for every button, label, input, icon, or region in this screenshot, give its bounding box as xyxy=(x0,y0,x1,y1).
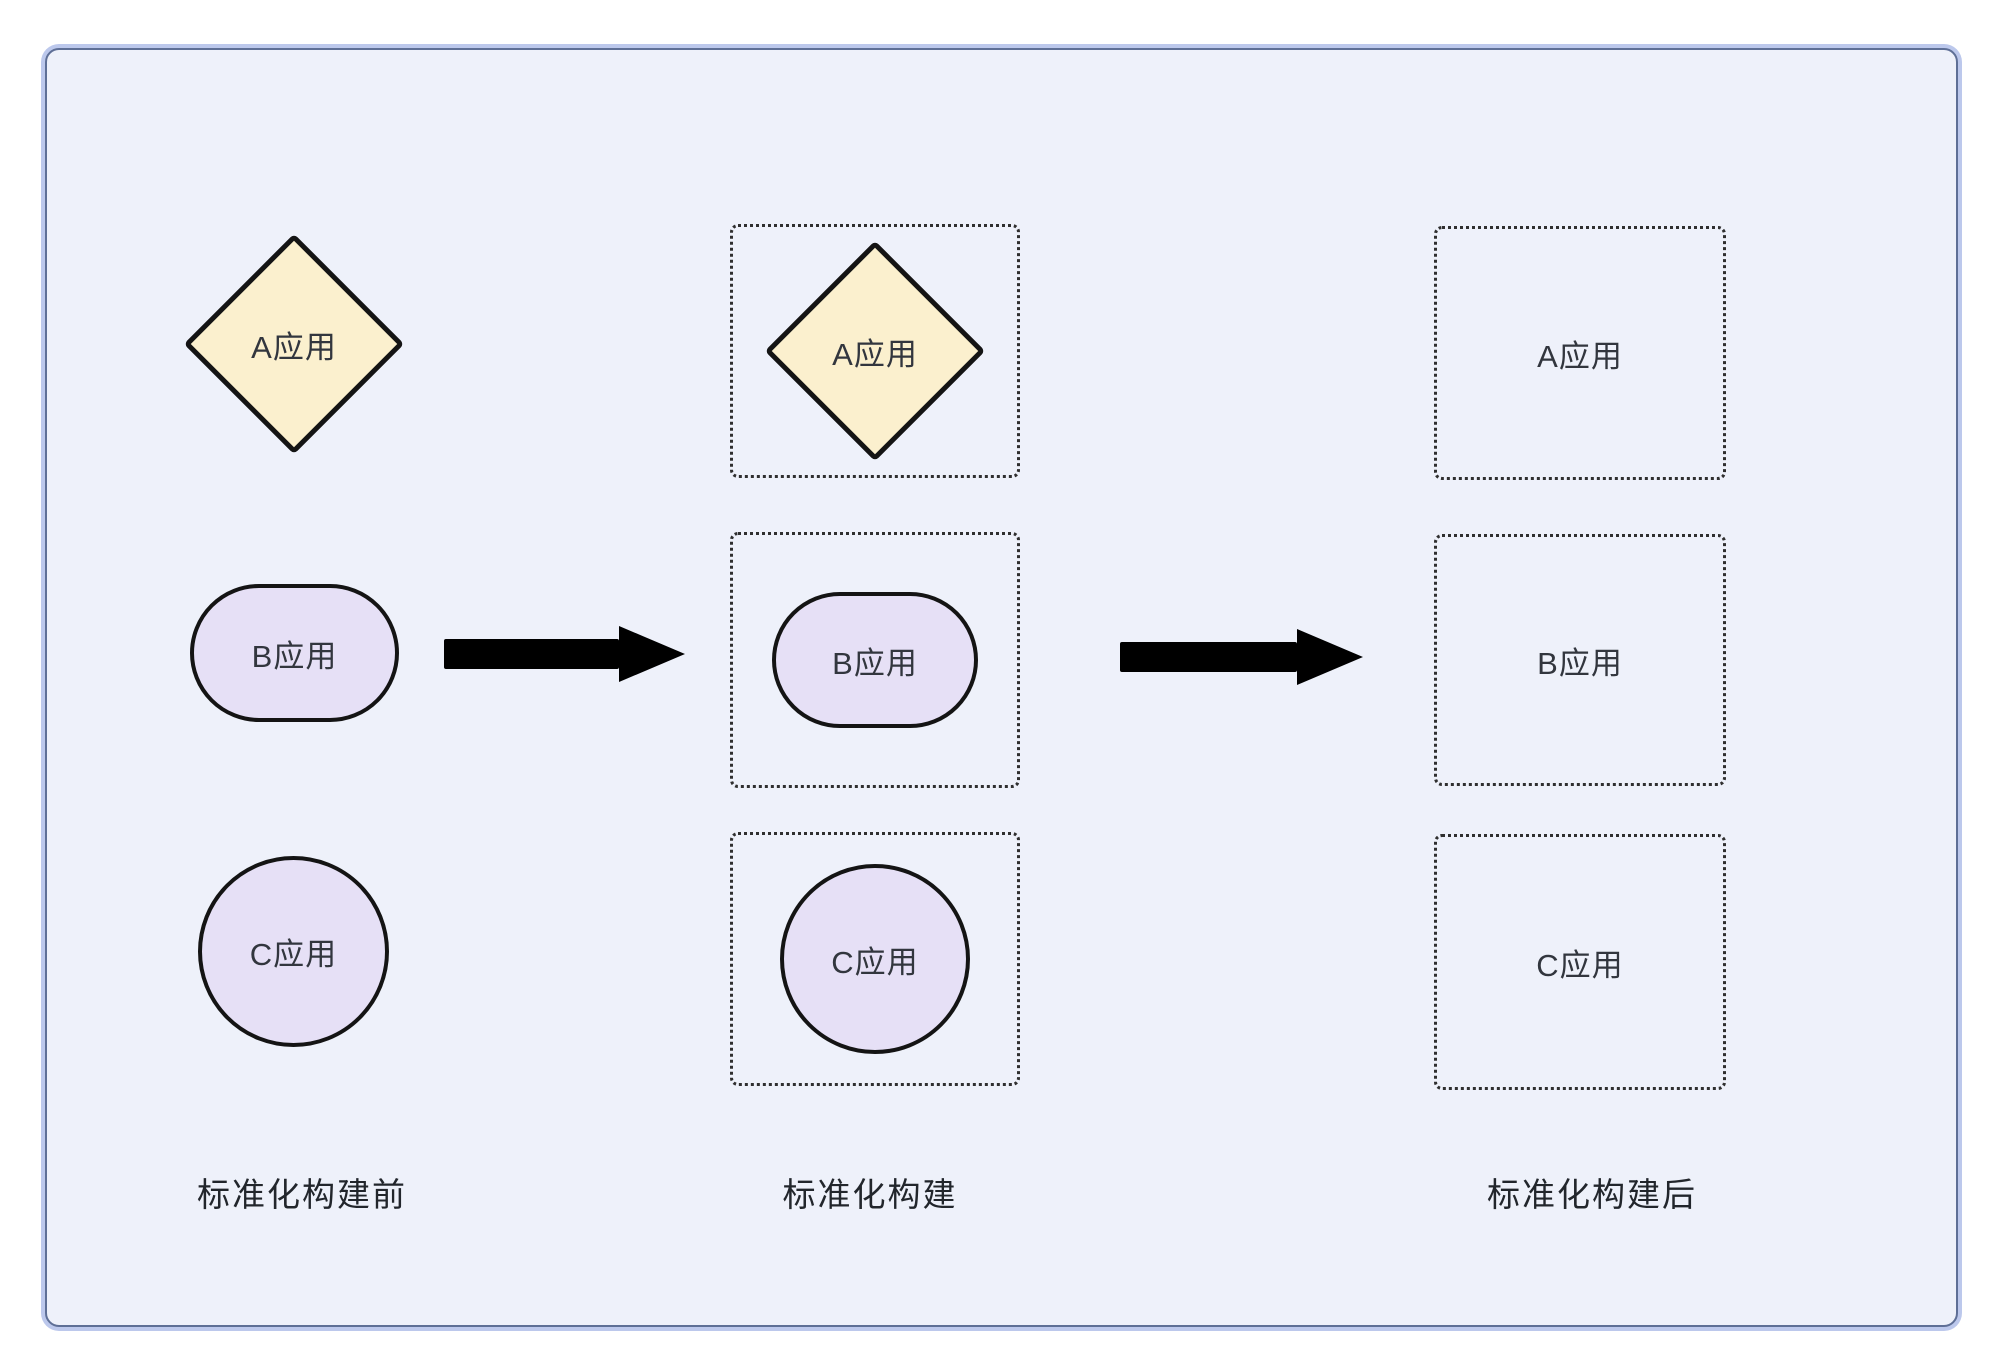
node-app-b-build: B应用 xyxy=(772,592,978,728)
caption-during: 标准化构建 xyxy=(782,1176,958,1213)
node-label: A应用 xyxy=(251,329,337,365)
caption-before: 标准化构建前 xyxy=(197,1176,407,1213)
node-app-b-before: B应用 xyxy=(190,584,399,722)
arrow-head xyxy=(1297,629,1363,685)
node-label: C应用 xyxy=(249,937,338,972)
arrow-shaft xyxy=(444,639,619,669)
container-app-b-after: B应用 xyxy=(1434,534,1726,786)
arrow-before-to-build xyxy=(444,626,685,682)
node-app-c-before: C应用 xyxy=(198,856,389,1047)
node-app-a-before: A应用 xyxy=(183,233,405,455)
box-label: B应用 xyxy=(1537,645,1623,681)
arrow-build-to-after xyxy=(1120,629,1363,685)
node-label: A应用 xyxy=(832,336,918,372)
box-label: A应用 xyxy=(1537,338,1623,374)
container-app-b-build: B应用 xyxy=(730,532,1020,788)
node-label: B应用 xyxy=(832,645,918,681)
box-label: C应用 xyxy=(1536,947,1624,983)
node-label: B应用 xyxy=(251,638,338,674)
diagram-canvas: A应用 B应用 C应用 A应用 B应用 C应用 A应用 B应用 xyxy=(45,48,1958,1327)
arrow-shaft xyxy=(1120,642,1297,672)
container-app-c-after: C应用 xyxy=(1434,834,1726,1090)
caption-after: 标准化构建后 xyxy=(1487,1176,1697,1213)
node-app-c-build: C应用 xyxy=(780,864,970,1054)
container-app-c-build: C应用 xyxy=(730,832,1020,1086)
arrow-head xyxy=(619,626,685,682)
node-label: C应用 xyxy=(831,944,919,980)
node-app-a-build: A应用 xyxy=(764,240,986,462)
container-app-a-after: A应用 xyxy=(1434,226,1726,480)
container-app-a-build: A应用 xyxy=(730,224,1020,478)
